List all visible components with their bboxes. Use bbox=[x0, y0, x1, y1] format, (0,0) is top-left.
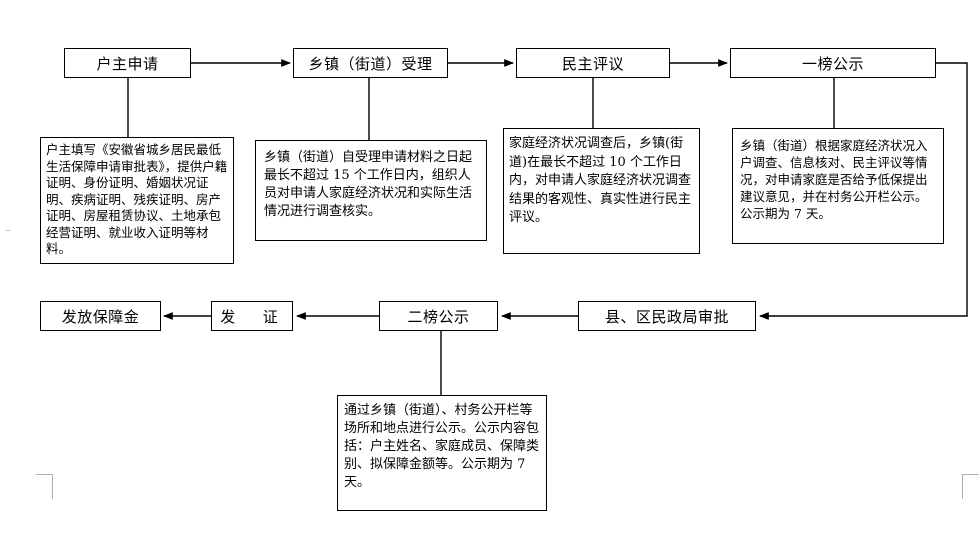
step-certificate: 发 证 bbox=[211, 301, 293, 331]
step-apply: 户主申请 bbox=[64, 48, 191, 78]
margin-tick bbox=[6, 230, 10, 231]
step-first-notice: 一榜公示 bbox=[730, 48, 936, 78]
note-accept: 乡镇（街道）自受理申请材料之日起最长不超过 15 个工作日内，组织人员对申请人家… bbox=[255, 140, 487, 241]
step-accept: 乡镇（街道）受理 bbox=[293, 48, 448, 78]
step-second-notice: 二榜公示 bbox=[379, 301, 498, 331]
step-review: 民主评议 bbox=[516, 48, 670, 78]
note-review: 家庭经济状况调查后，乡镇(街道)在最长不超过 10 个工作日内，对申请人家庭经济… bbox=[503, 128, 700, 254]
note-second-notice: 通过乡镇（街道）、村务公开栏等场所和地点进行公示。公示内容包括：户主姓名、家庭成… bbox=[337, 395, 547, 511]
step-payout: 发放保障金 bbox=[40, 301, 161, 331]
note-first-notice: 乡镇（街道）根据家庭经济状况入户调查、信息核对、民主评议等情况，对申请家庭是否给… bbox=[732, 128, 944, 244]
note-apply: 户主填写《安徽省城乡居民最低生活保障申请审批表》，提供户籍证明、身份证明、婚姻状… bbox=[40, 137, 234, 264]
step-approve: 县、区民政局审批 bbox=[578, 301, 756, 331]
arrow-first-notice-to-approve bbox=[759, 62, 968, 320]
page-corner-mark-right bbox=[962, 474, 979, 499]
page-corner-mark-left bbox=[36, 474, 53, 499]
